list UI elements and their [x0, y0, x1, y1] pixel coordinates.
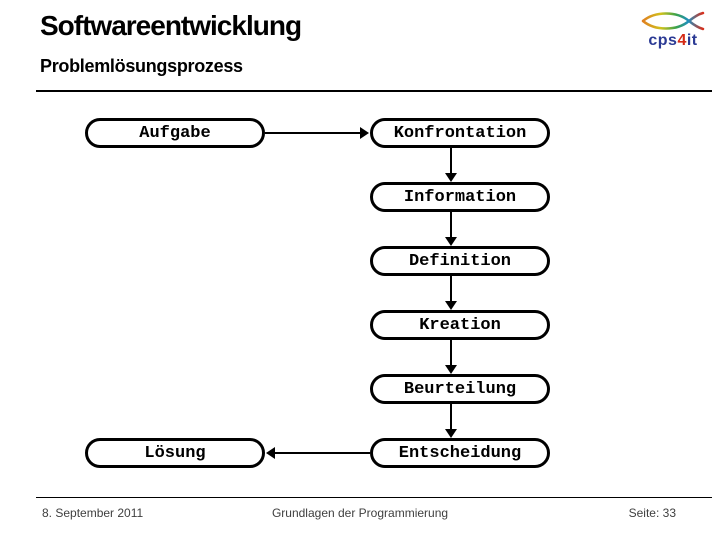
- node-label: Lösung: [144, 443, 206, 463]
- arrow-definition-to-kreation-line: [450, 276, 452, 301]
- arrow-aufgabe-to-konfrontation-head-icon: [360, 127, 369, 139]
- node-definition: Definition: [370, 246, 550, 276]
- page-subtitle: Problemlösungsprozess: [40, 56, 243, 76]
- node-label: Beurteilung: [403, 379, 517, 399]
- node-label: Entscheidung: [398, 443, 522, 463]
- arrow-konfrontation-to-information-head-icon: [445, 173, 457, 182]
- arrow-beurteilung-to-entscheidung-line: [450, 404, 452, 429]
- logo-text: cps4it: [640, 33, 706, 49]
- logo-text-4: 4: [677, 32, 687, 49]
- footer-page-number: Seite: 33: [628, 506, 676, 520]
- node-label: Definition: [408, 251, 512, 271]
- header-rule: [36, 90, 712, 92]
- page-title: Softwareentwicklung: [40, 10, 302, 41]
- arrow-kreation-to-beurteilung-line: [450, 340, 452, 365]
- fish-icon: [641, 11, 705, 31]
- logo-text-it: it: [686, 32, 698, 49]
- node-information: Information: [370, 182, 550, 212]
- node-label: Kreation: [419, 315, 501, 335]
- node-label: Information: [403, 187, 517, 207]
- arrow-information-to-definition-head-icon: [445, 237, 457, 246]
- node-aufgabe: Aufgabe: [85, 118, 265, 148]
- node-konfrontation: Konfrontation: [370, 118, 550, 148]
- arrow-entscheidung-to-loesung-head-icon: [266, 447, 275, 459]
- footer-date: 8. September 2011: [42, 506, 144, 520]
- arrow-konfrontation-to-information-line: [450, 148, 452, 173]
- arrow-kreation-to-beurteilung-head-icon: [445, 365, 457, 374]
- node-beurteilung: Beurteilung: [370, 374, 550, 404]
- arrow-definition-to-kreation-head-icon: [445, 301, 457, 310]
- node-entscheidung: Entscheidung: [370, 438, 550, 468]
- arrow-information-to-definition-line: [450, 212, 452, 237]
- arrow-beurteilung-to-entscheidung-head-icon: [445, 429, 457, 438]
- node-label: Aufgabe: [139, 123, 211, 143]
- cps4it-logo: cps4it: [640, 10, 706, 49]
- logo-text-cps: cps: [648, 32, 678, 49]
- node-kreation: Kreation: [370, 310, 550, 340]
- node-loesung: Lösung: [85, 438, 265, 468]
- footer-rule: [36, 497, 712, 498]
- node-label: Konfrontation: [393, 123, 527, 143]
- footer-course-title: Grundlagen der Programmierung: [271, 506, 449, 520]
- arrow-entscheidung-to-loesung-line: [275, 452, 370, 454]
- arrow-aufgabe-to-konfrontation-line: [265, 132, 360, 134]
